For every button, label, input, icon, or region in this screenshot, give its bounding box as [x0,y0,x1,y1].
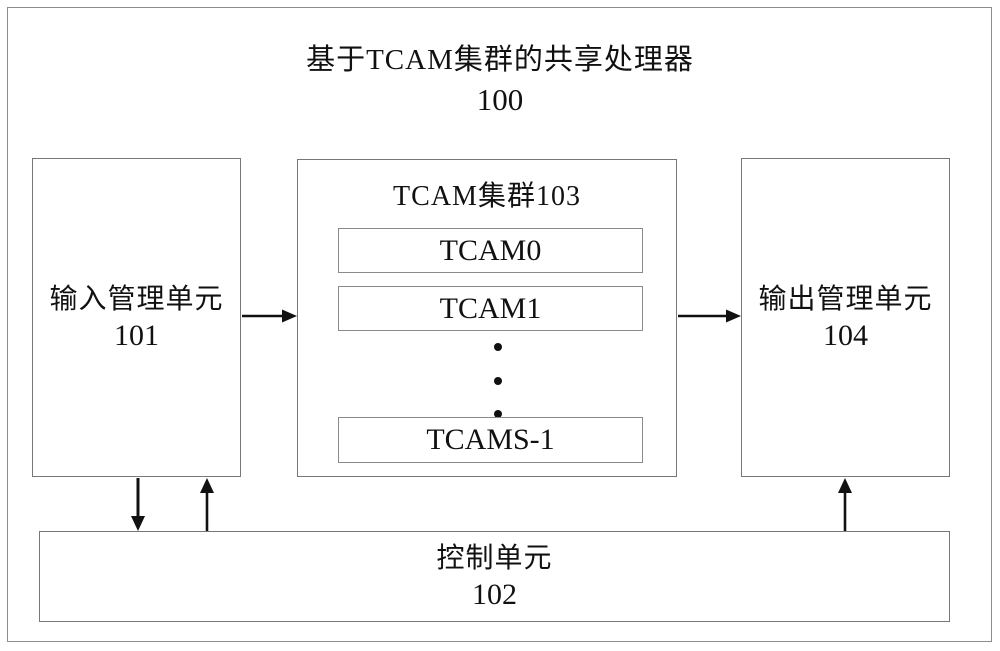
tcam-item-0-label: TCAM0 [439,233,542,267]
arrow-input-to-control [131,478,145,531]
arrow-control-to-input [200,478,214,531]
tcam-item-last: TCAMS-1 [338,417,643,463]
diagram-title-block: 基于TCAM集群的共享处理器 100 [0,40,1000,120]
vertical-ellipsis-dot [494,377,502,385]
arrow-input-to-cluster [242,309,297,323]
output-unit-number: 104 [823,318,868,352]
output-unit-label: 输出管理单元 [758,283,933,315]
tcam-item-0: TCAM0 [338,228,643,273]
arrow-cluster-to-output [678,309,741,323]
control-unit-box: 控制单元 102 [39,531,950,622]
tcam-item-last-label: TCAMS-1 [426,423,555,456]
control-unit-number: 102 [472,577,517,611]
tcam-item-1: TCAM1 [338,286,643,331]
tcam-item-1-label: TCAM1 [439,291,542,325]
diagram-title-number: 100 [476,82,524,117]
input-unit-label: 输入管理单元 [49,283,224,315]
input-unit-number: 101 [114,318,159,352]
input-unit-box: 输入管理单元 101 [32,158,241,477]
output-unit-box: 输出管理单元 104 [741,158,950,477]
vertical-ellipsis-dot [494,343,502,351]
tcam-cluster-title: TCAM集群103 [393,181,581,212]
control-unit-label: 控制单元 [436,542,553,574]
tcam-cluster-box: TCAM集群103 TCAM0 TCAM1 TCAMS-1 [297,159,677,477]
arrow-control-to-output [838,478,852,531]
diagram-title: 基于TCAM集群的共享处理器 [306,44,694,76]
vertical-ellipsis-dot [494,410,502,418]
